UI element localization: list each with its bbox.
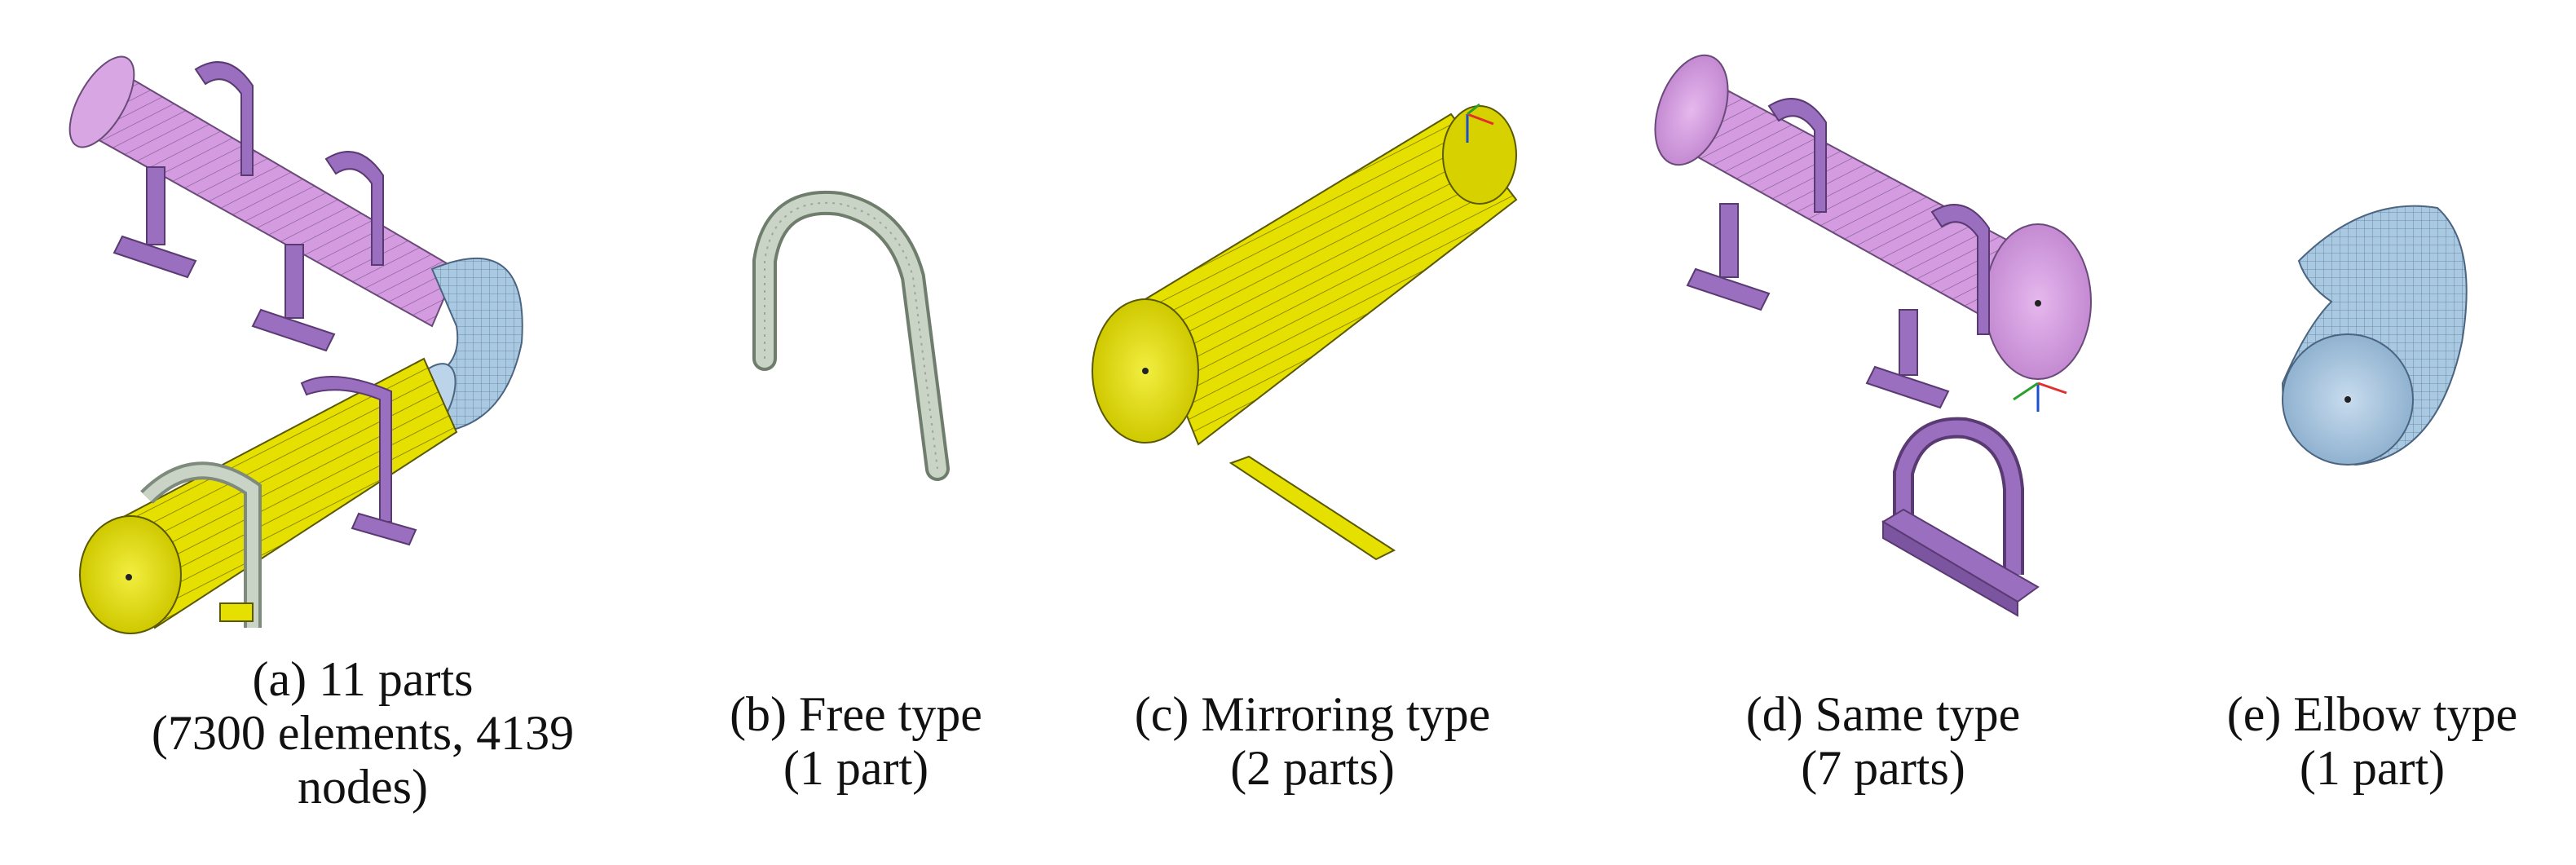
caption-a-line-1: (a) 11 parts	[252, 652, 474, 706]
caption-a-line-2: (7300 elements, 4139	[151, 706, 575, 760]
caption-d-line-2: (7 parts)	[1801, 741, 1965, 795]
caption-c-line-1: (c) Mirroring type	[1134, 687, 1491, 741]
caption-c-line-2: (2 parts)	[1230, 741, 1395, 795]
same-type-pipe	[1654, 54, 2092, 412]
assembly-model	[68, 55, 523, 634]
upper-pipe-supports	[112, 61, 384, 352]
caption-c: (c) Mirroring type (2 parts)	[1084, 687, 1541, 795]
same-type-pipe-supports	[1686, 98, 1990, 409]
caption-b-line-1: (b) Free type	[730, 687, 982, 741]
caption-e-line-1: (e) Elbow type	[2226, 687, 2518, 741]
lower-pipe-supports	[300, 376, 417, 546]
caption-d: (d) Same type (7 parts)	[1671, 687, 2095, 795]
caption-e: (e) Elbow type (1 part)	[2201, 687, 2543, 795]
elbow-type-part	[2281, 205, 2468, 466]
caption-b-line-2: (1 part)	[783, 741, 929, 795]
local-axis-triad-c	[1466, 103, 1494, 143]
mirroring-type-plate	[1228, 455, 1396, 561]
caption-e-line-2: (1 part)	[2299, 741, 2446, 795]
mirroring-type-pipe	[1092, 103, 1518, 446]
caption-d-line-1: (d) Same type	[1745, 687, 2021, 741]
upper-straight-pipe	[68, 55, 458, 328]
caption-b: (b) Free type (1 part)	[693, 687, 1019, 795]
same-type-u-support	[1881, 417, 2040, 617]
lower-straight-pipe	[79, 357, 458, 634]
free-type-u-bolt	[752, 190, 950, 481]
caption-a: (a) 11 parts (7300 elements, 4139 nodes)	[98, 652, 628, 814]
u-bolt-on-assembly	[140, 461, 262, 628]
local-axis-triad-d	[2013, 382, 2067, 412]
caption-a-line-3: nodes)	[298, 760, 428, 814]
